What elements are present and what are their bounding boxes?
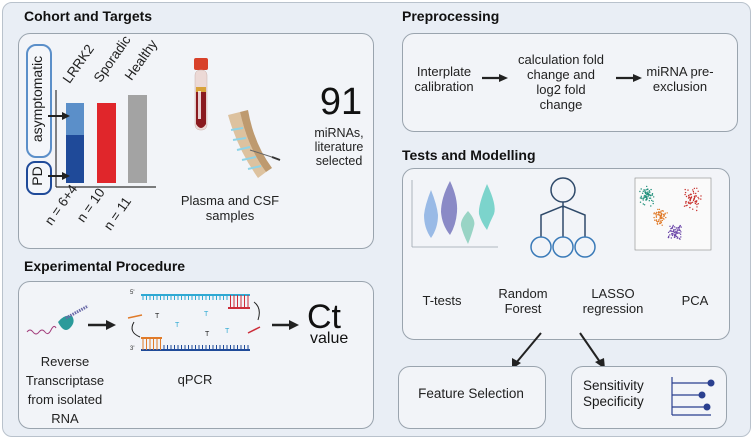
svg-text:T: T	[175, 322, 180, 329]
preprocessing-step-3: miRNA pre-exclusion	[646, 64, 714, 94]
arrowhead-pd	[62, 172, 70, 180]
sensitivity-label: Sensitivity	[583, 378, 644, 393]
arrow-to-feature-selection	[515, 332, 542, 364]
preprocessing-step-2: calculation fold change and log2 fold ch…	[518, 52, 604, 112]
method-lasso: LASSO regression	[582, 286, 644, 316]
experimental-box	[18, 281, 374, 429]
reverse-transcriptase-icon	[26, 304, 89, 335]
svg-text:T: T	[205, 331, 210, 338]
spine-icon	[228, 110, 281, 178]
ct-value-label: value	[310, 330, 349, 347]
tests-title: Tests and Modelling	[402, 147, 536, 163]
bar-healthy	[128, 95, 147, 183]
arrowhead-rt-to-qpcr	[106, 320, 116, 330]
ct-label: Ct	[307, 298, 341, 336]
bar-lrrk2-pd	[66, 135, 84, 183]
preprocessing-box	[402, 33, 738, 132]
qpcr-label: qPCR	[177, 372, 213, 387]
arrowhead-asymptomatic	[62, 112, 70, 120]
pd-pill	[26, 161, 52, 195]
method-random-forest: Random Forest	[498, 286, 548, 316]
asymptomatic-pill	[26, 44, 52, 158]
arrow-to-sensitivity	[579, 332, 601, 363]
arrowhead-step2-step3	[633, 74, 642, 82]
prime-3-label: 3'	[130, 346, 135, 352]
cohort-title: Cohort and Targets	[24, 8, 153, 24]
specificity-label: Specificity	[583, 394, 644, 409]
preprocessing-step-1: Interplate calibration	[414, 64, 474, 94]
violin-plot-icon	[411, 180, 498, 248]
bar-lrrk2-asymptomatic	[66, 103, 84, 135]
method-pca: PCA	[681, 293, 709, 308]
svg-text:T: T	[155, 313, 160, 320]
bar-sporadic	[97, 103, 116, 183]
arrowhead-step1-step2	[499, 74, 508, 82]
arrowhead-qpcr-to-ct	[289, 320, 299, 330]
feature-selection-box	[398, 366, 546, 429]
rt-label: Reverse Transcriptase from isolated RNA	[25, 354, 105, 426]
prime-5-label: 5'	[130, 290, 135, 296]
pca-scatter-icon	[634, 177, 712, 251]
svg-text:T: T	[225, 328, 230, 335]
blood-tube-icon	[194, 58, 208, 131]
samples-label: Plasma and CSF samples	[180, 193, 280, 223]
method-ttests: T-tests	[422, 293, 462, 308]
svg-text:T: T	[204, 311, 209, 318]
random-forest-tree-icon	[530, 177, 596, 258]
preprocessing-title: Preprocessing	[402, 8, 500, 24]
mirna-count: 91	[319, 81, 363, 123]
feature-selection-label: Feature Selection	[418, 386, 524, 401]
qpcr-strands-icon: T T T T T	[127, 294, 261, 351]
experimental-title: Experimental Procedure	[24, 258, 186, 274]
mirna-caption: miRNAs, literature selected	[314, 126, 364, 168]
